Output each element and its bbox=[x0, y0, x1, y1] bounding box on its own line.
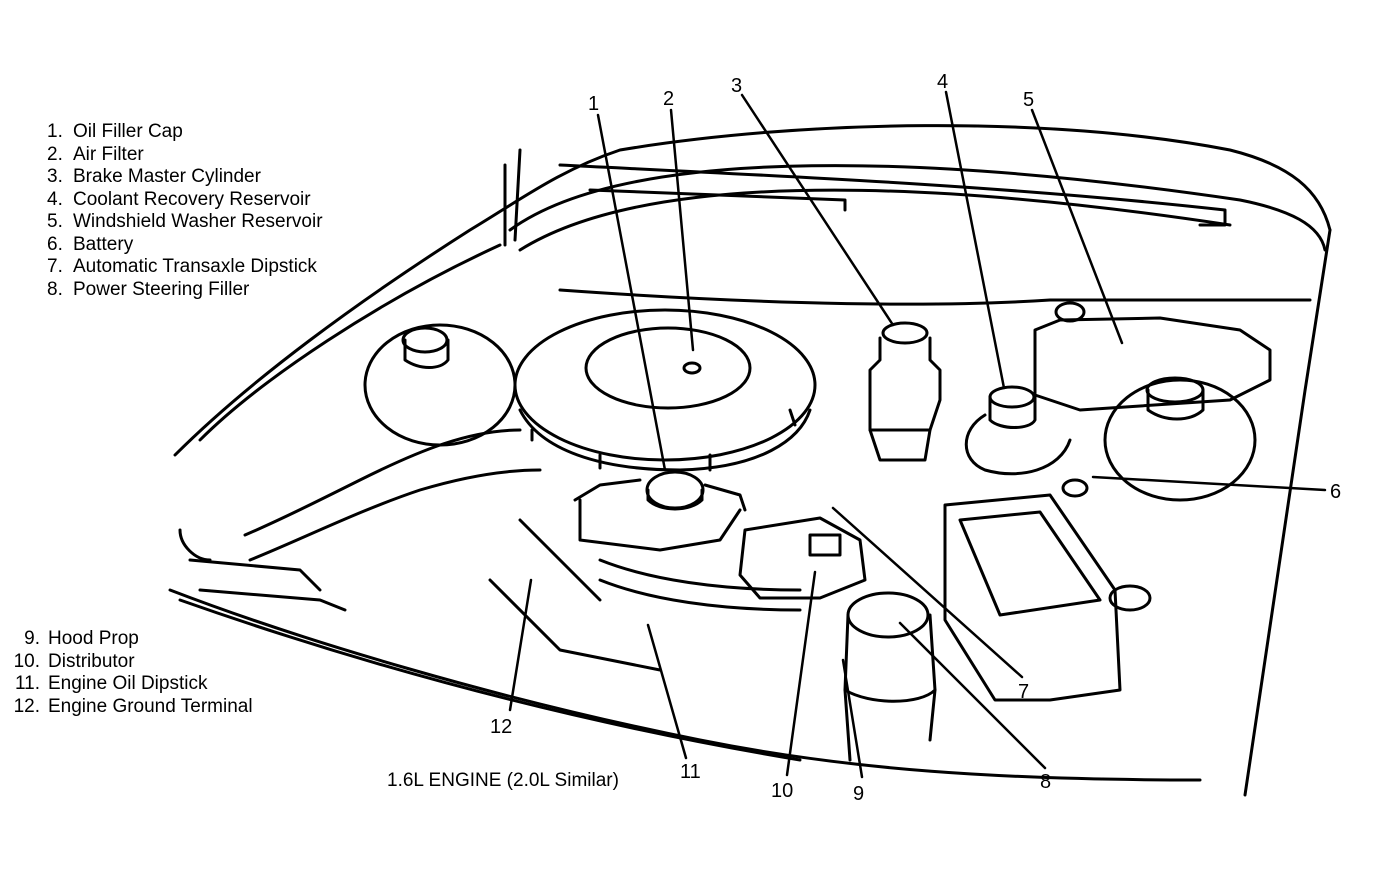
callout-3: 3 bbox=[731, 75, 742, 97]
cowl bbox=[503, 148, 1327, 306]
legend-number: 11. bbox=[14, 673, 40, 694]
engine-block bbox=[488, 478, 802, 672]
legend-item: 1. Oil Filler Cap bbox=[47, 121, 323, 144]
legend-bottom: 9. Hood Prop 10. Distributor 11. Engine Oil… bbox=[6, 628, 253, 718]
legend-number: 7. bbox=[47, 256, 63, 277]
legend-number: 8. bbox=[47, 278, 63, 300]
battery bbox=[943, 478, 1152, 702]
diagram-caption: 1.6L ENGINE (2.0L Similar) bbox=[387, 770, 619, 791]
legend-label: Coolant Recovery Reservoir bbox=[73, 188, 311, 210]
legend-label: Battery bbox=[73, 233, 134, 255]
legend-label: Hood Prop bbox=[48, 628, 139, 649]
leader-lines bbox=[508, 90, 1327, 779]
callout-8: 8 bbox=[1040, 771, 1051, 793]
legend-label: Air Filter bbox=[73, 143, 144, 165]
legend-label: Distributor bbox=[48, 650, 135, 672]
air-filter-housing bbox=[513, 308, 817, 472]
legend-label: Engine Ground Terminal bbox=[48, 695, 253, 717]
brake-master-cylinder bbox=[868, 321, 942, 462]
callout-numbers: 1 2 3 4 5 6 7 8 9 10 11 12 bbox=[490, 71, 1341, 805]
coolant-reservoir bbox=[964, 385, 1072, 476]
legend-item: 12. Engine Ground Terminal bbox=[6, 696, 253, 719]
callout-6: 6 bbox=[1330, 481, 1341, 503]
callout-10: 10 bbox=[771, 780, 793, 802]
callout-4: 4 bbox=[937, 71, 948, 93]
upper-radiator-hose bbox=[178, 428, 542, 612]
right-strut-tower bbox=[1103, 376, 1257, 502]
legend-top: 1. Oil Filler Cap 2. Air Filter 3. Brake Ma… bbox=[47, 121, 323, 301]
legend-label: Engine Oil Dipstick bbox=[48, 673, 208, 694]
legend-item: 3. Brake Master Cylinder bbox=[47, 166, 323, 189]
callout-7: 7 bbox=[1018, 681, 1029, 703]
distributor bbox=[738, 516, 867, 600]
callout-5: 5 bbox=[1023, 89, 1034, 111]
legend-label: Brake Master Cylinder bbox=[73, 166, 261, 187]
legend-number: 12. bbox=[13, 695, 40, 717]
legend-number: 2. bbox=[47, 143, 63, 165]
power-steering-reservoir bbox=[843, 591, 937, 762]
callout-12: 12 bbox=[490, 716, 512, 738]
legend-item: 6. Battery bbox=[47, 234, 323, 257]
legend-item: 9. Hood Prop bbox=[6, 628, 253, 651]
legend-item: 5. Windshield Washer Reservoir bbox=[47, 211, 323, 234]
legend-number: 5. bbox=[47, 211, 63, 232]
callout-2: 2 bbox=[663, 88, 674, 110]
legend-item: 2. Air Filter bbox=[47, 144, 323, 167]
legend-label: Windshield Washer Reservoir bbox=[73, 211, 323, 232]
legend-label: Oil Filler Cap bbox=[73, 121, 183, 142]
legend-item: 8. Power Steering Filler bbox=[47, 279, 323, 302]
washer-reservoir bbox=[1033, 301, 1272, 412]
callout-11: 11 bbox=[680, 761, 701, 783]
legend-label: Power Steering Filler bbox=[73, 278, 250, 300]
legend-number: 1. bbox=[47, 121, 63, 142]
legend-number: 6. bbox=[47, 233, 63, 255]
callout-9: 9 bbox=[853, 783, 864, 805]
legend-item: 4. Coolant Recovery Reservoir bbox=[47, 189, 323, 212]
legend-number: 9. bbox=[24, 628, 40, 649]
legend-item: 7. Automatic Transaxle Dipstick bbox=[47, 256, 323, 279]
legend-number: 4. bbox=[47, 188, 63, 210]
left-strut-tower bbox=[363, 323, 517, 447]
callout-1: 1 bbox=[588, 93, 599, 115]
legend-number: 3. bbox=[47, 166, 63, 187]
legend-number: 10. bbox=[13, 650, 40, 672]
legend-label: Automatic Transaxle Dipstick bbox=[73, 256, 317, 277]
legend-item: 10. Distributor bbox=[6, 651, 253, 674]
oil-filler-cap bbox=[645, 470, 705, 511]
legend-item: 11. Engine Oil Dipstick bbox=[6, 673, 253, 696]
hood-outline bbox=[168, 124, 1332, 797]
